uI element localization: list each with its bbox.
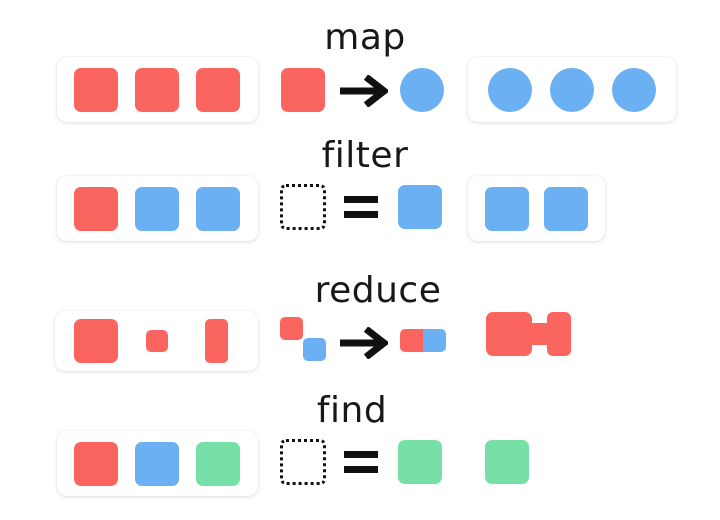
row-filter: filter: [0, 130, 720, 255]
reduce-input-container: [55, 311, 258, 371]
map-output-container: [468, 57, 676, 122]
row-reduce: reduce: [0, 255, 720, 390]
large-red-square: [74, 319, 118, 363]
find-result-green-square: [485, 440, 529, 484]
blue-square: [135, 442, 179, 486]
blue-square: [135, 187, 179, 231]
merged-tall-rect: [547, 312, 571, 356]
blue-square: [544, 187, 588, 231]
row-map: map: [0, 0, 720, 135]
small-red-square: [146, 330, 168, 352]
row-find: find: [0, 385, 720, 520]
filter-input-container: [57, 176, 258, 241]
find-predicate-placeholder: [280, 439, 326, 485]
map-result-blue-circle: [400, 68, 444, 112]
red-square: [196, 68, 240, 112]
filter-match-blue-square: [398, 185, 442, 229]
equals-icon: [344, 451, 378, 473]
arrow-right-icon: [340, 75, 388, 107]
op-label-reduce: reduce: [314, 270, 442, 311]
filter-output-container: [468, 176, 605, 241]
blue-square: [485, 187, 529, 231]
blue-circle: [550, 68, 594, 112]
find-match-green-square: [398, 440, 442, 484]
op-label-find: find: [316, 390, 388, 431]
blue-square: [196, 187, 240, 231]
arrow-right-icon: [340, 327, 388, 359]
blue-circle: [488, 68, 532, 112]
red-square: [74, 187, 118, 231]
op-label-filter: filter: [321, 135, 409, 176]
op-label-map: map: [324, 17, 406, 58]
reduce-joined-pair-blue: [423, 329, 446, 352]
green-square: [196, 442, 240, 486]
find-input-container: [57, 431, 258, 496]
red-square: [74, 68, 118, 112]
red-square: [135, 68, 179, 112]
blue-circle: [612, 68, 656, 112]
map-operand-red-square: [281, 68, 325, 112]
map-input-container: [57, 57, 258, 122]
red-square: [74, 442, 118, 486]
merged-large-square: [486, 312, 532, 356]
equals-icon: [344, 196, 378, 218]
filter-predicate-placeholder: [280, 184, 326, 230]
merged-small-square: [528, 323, 552, 345]
reduce-operand-red-square: [280, 317, 303, 340]
reduce-operand-blue-square: [303, 338, 326, 361]
reduce-joined-pair-red: [400, 329, 423, 352]
tall-red-rect: [205, 319, 228, 363]
